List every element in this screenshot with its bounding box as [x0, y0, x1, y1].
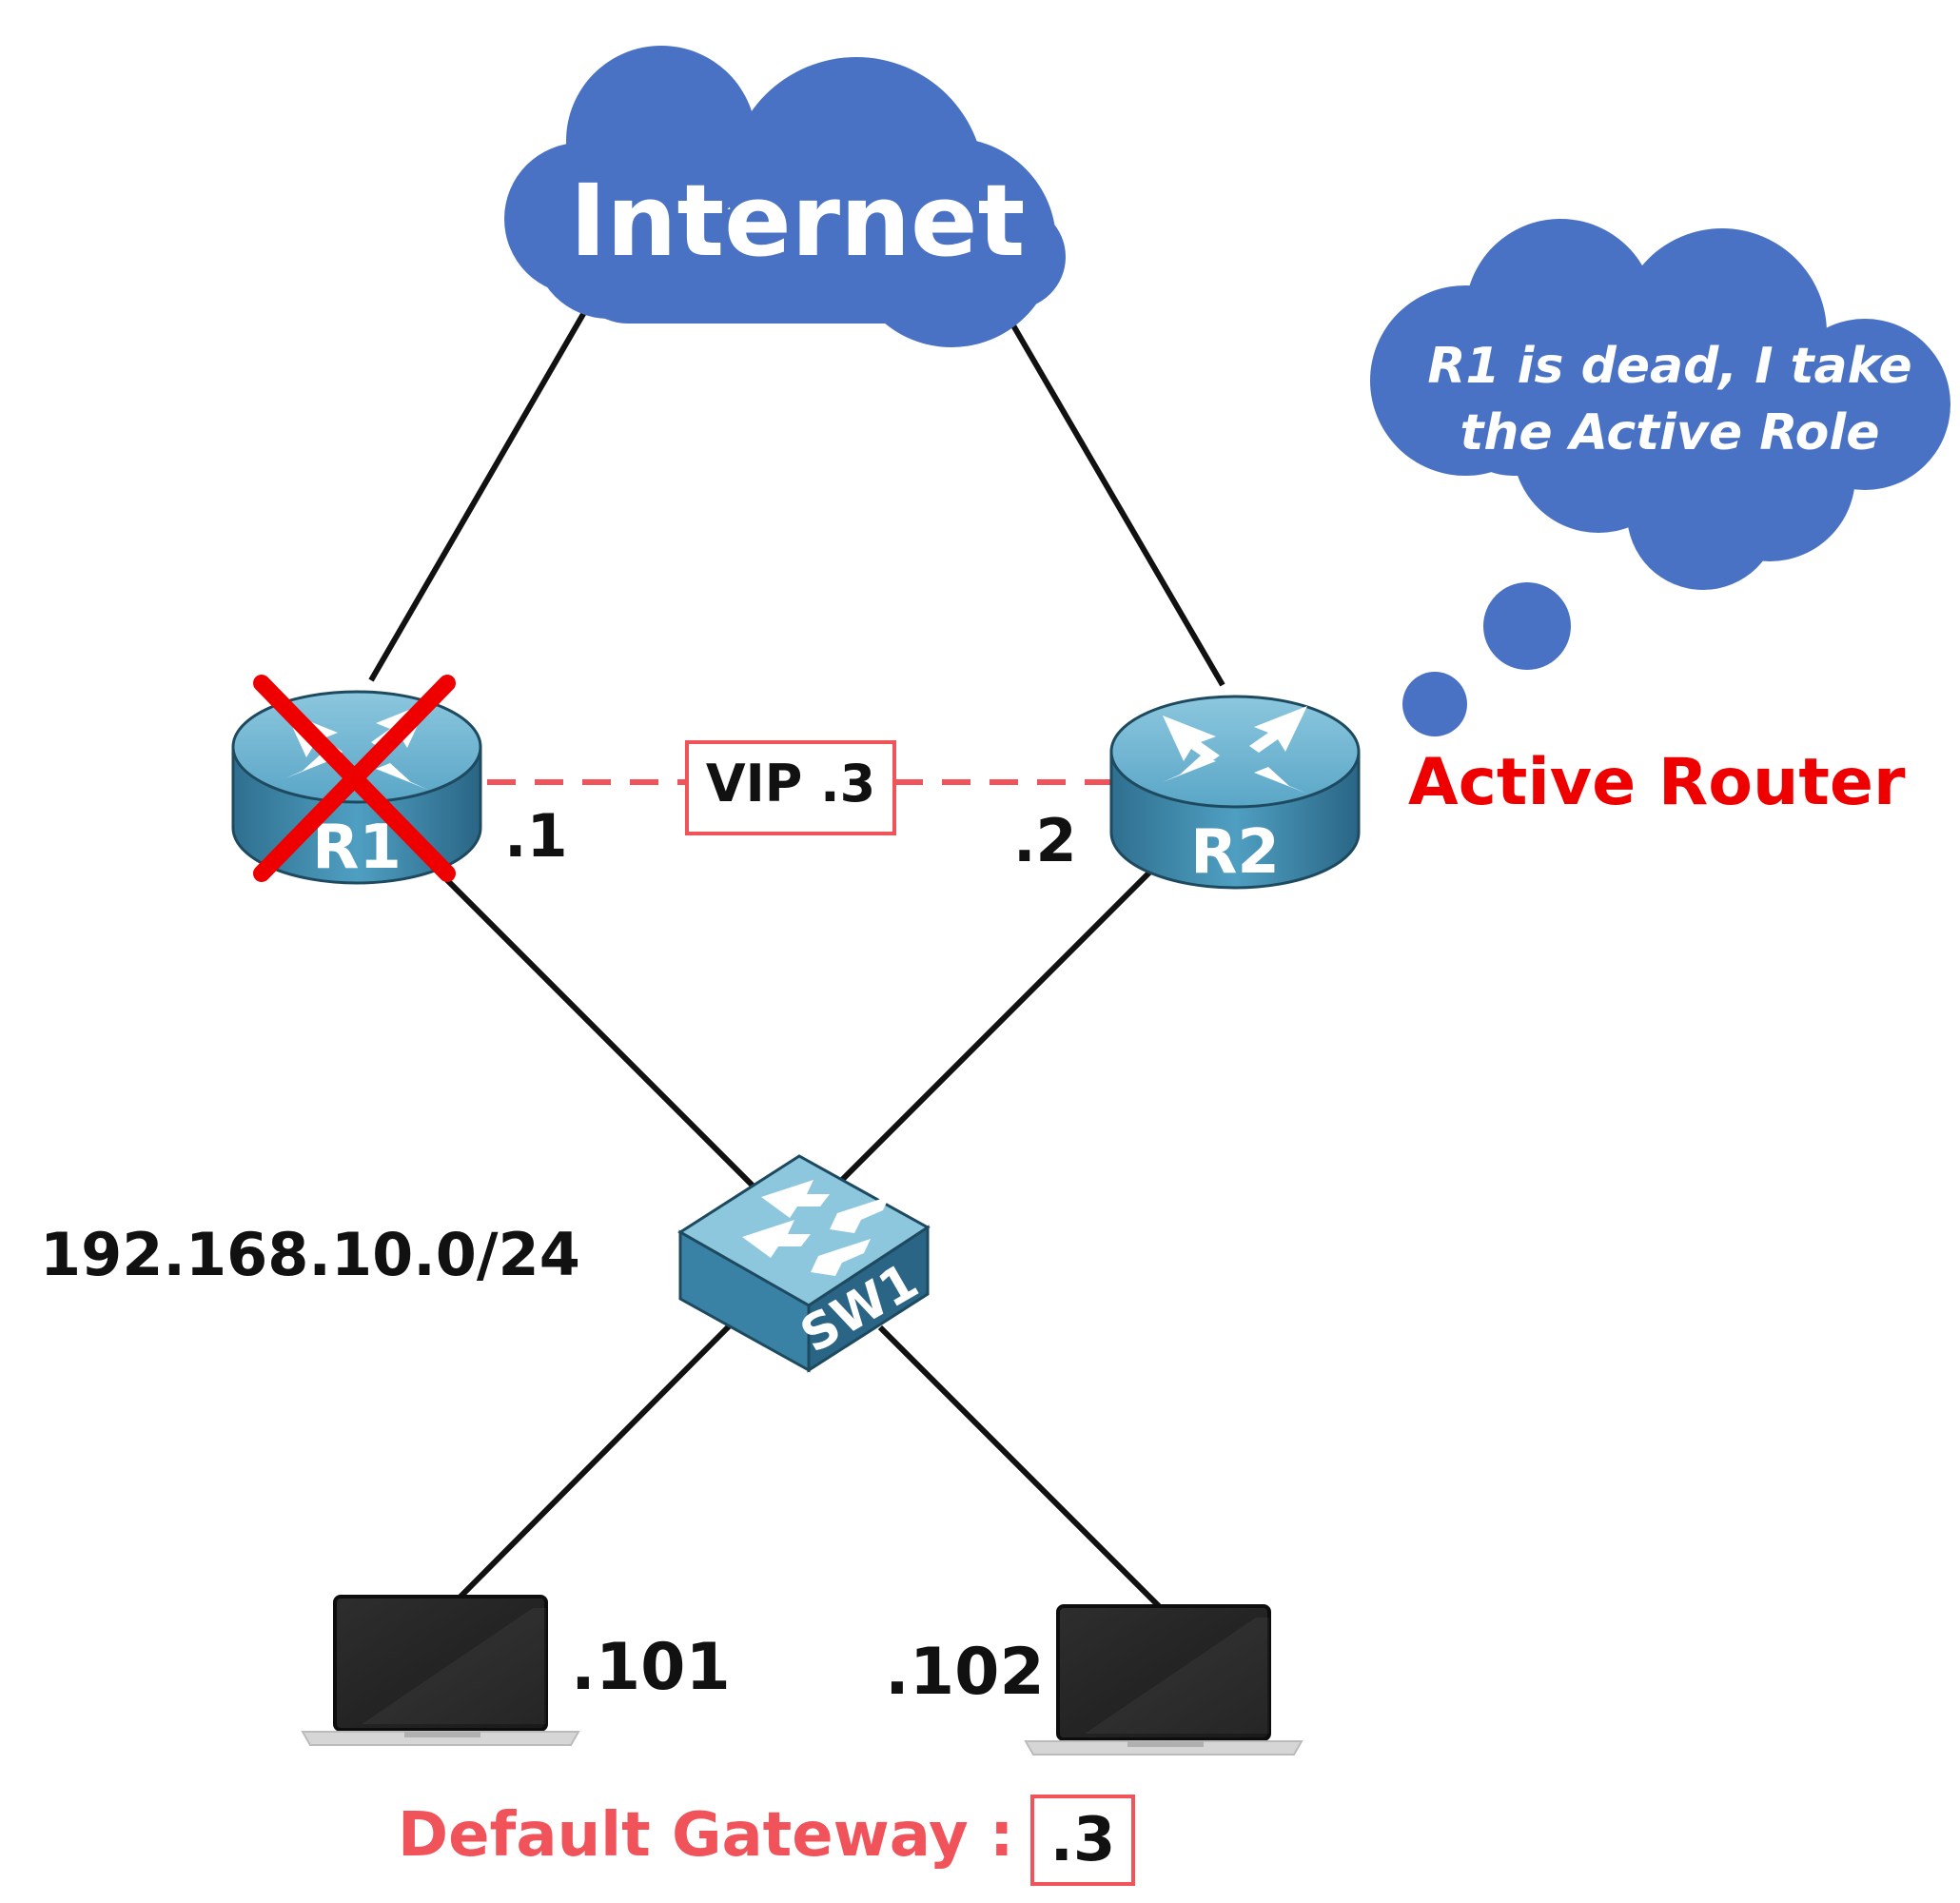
laptop-host2-icon [1024, 1604, 1303, 1756]
subnet-label: 192.168.10.0/24 [40, 1220, 580, 1289]
link-sw1-host1 [454, 1320, 735, 1603]
failure-x-icon [253, 675, 456, 882]
vip-box-frame [685, 740, 896, 835]
links [368, 301, 1225, 1611]
vip-box: VIP .3 [685, 740, 896, 835]
router-r1: R1 [231, 675, 482, 885]
link-internet-r1 [368, 301, 593, 682]
thought-bubble-large [1483, 582, 1571, 670]
link-internet-r2 [1004, 312, 1225, 687]
internet-cloud [504, 46, 1066, 347]
gateway-value-box [1030, 1795, 1135, 1886]
switch-arrows-icon [742, 1180, 890, 1276]
gateway-value: .3 [1050, 1805, 1116, 1875]
router-arrows-icon [1163, 706, 1307, 794]
router-r1-label: R1 [312, 813, 402, 883]
router-r2-label: R2 [1190, 817, 1280, 888]
internet-label: Internet [570, 163, 1026, 279]
thought-cloud [1370, 219, 1950, 736]
thought-line2: the Active Role [1460, 404, 1880, 461]
link-r2-sw1 [830, 863, 1159, 1192]
router-r2-ip: .2 [1013, 806, 1077, 875]
active-router-label: Active Router [1408, 745, 1906, 820]
gateway-label: Default Gateway : [398, 1800, 1014, 1871]
thought-bubble-small [1402, 672, 1467, 736]
host1-ip: .101 [571, 1630, 731, 1705]
host2-ip: .102 [885, 1635, 1045, 1710]
router-r1-ip: .1 [504, 801, 568, 871]
link-r1-sw1 [440, 873, 764, 1197]
router-r2: R2 [1109, 695, 1361, 890]
thought-line1: R1 is dead, I take [1427, 338, 1911, 395]
link-sw1-host2 [877, 1324, 1164, 1611]
laptop-host1-icon [301, 1595, 580, 1746]
vip-label: VIP .3 [706, 754, 875, 814]
